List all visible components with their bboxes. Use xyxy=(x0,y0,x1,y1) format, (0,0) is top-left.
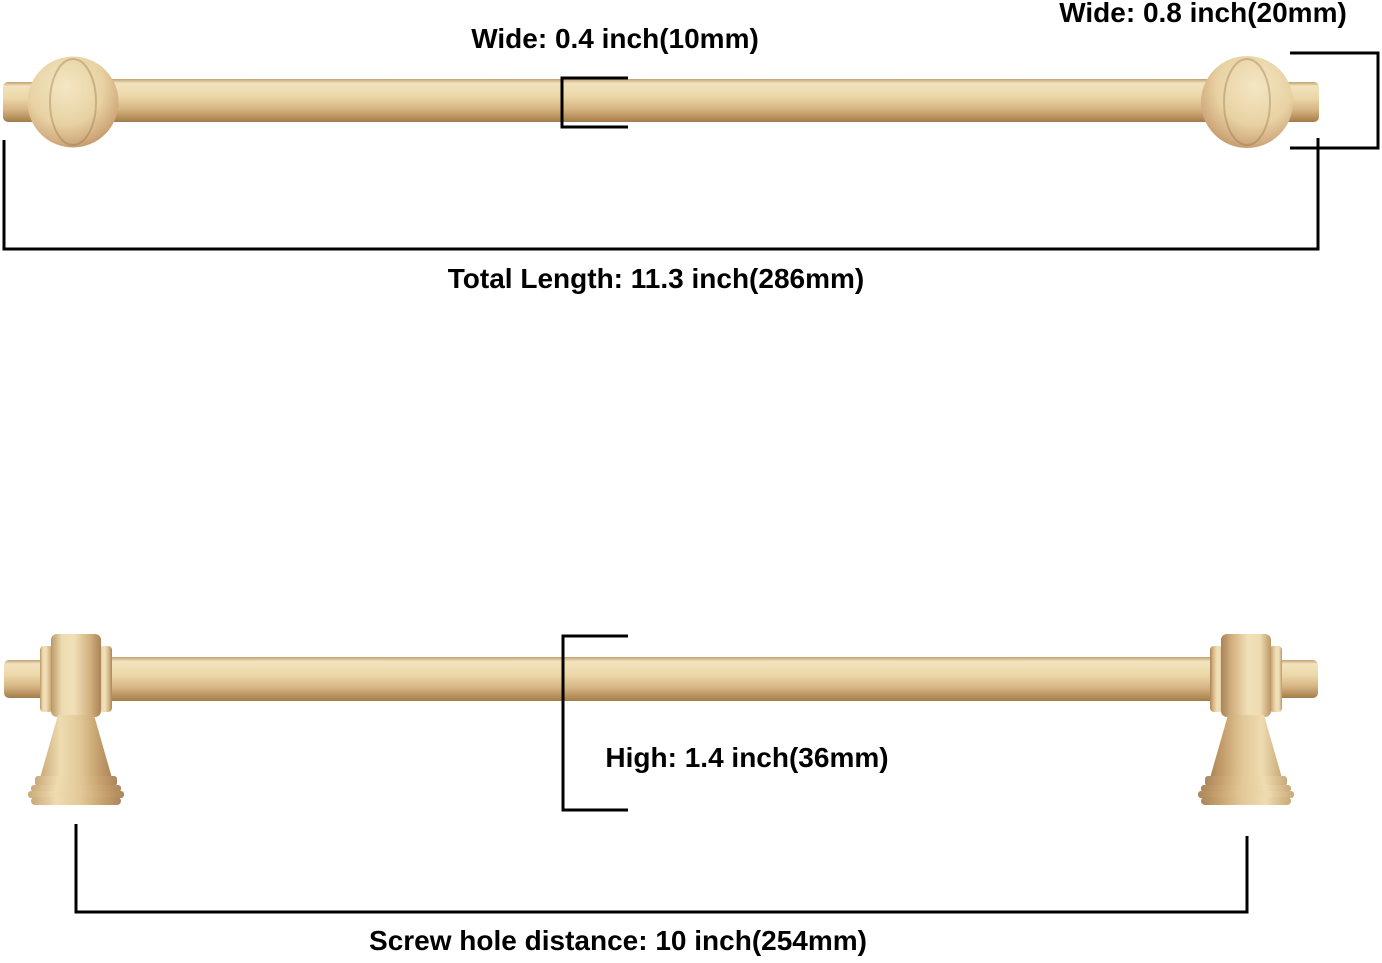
post-base-bottom-left xyxy=(31,797,121,805)
handle-ball-right xyxy=(1201,56,1293,148)
post-collar-ring-outer-left xyxy=(40,646,53,712)
post-base-step3-left xyxy=(28,791,124,798)
handle-end-right xyxy=(1201,56,1319,148)
height-label: High: 1.4 inch(36mm) xyxy=(605,742,889,773)
post-cone-left xyxy=(40,715,112,778)
handle-top-view xyxy=(2,51,1380,251)
handle-side-stub-right xyxy=(1276,660,1318,698)
post-base-step2-left xyxy=(31,785,121,792)
end-cap-width-label: Wide: 0.8 inch(20mm) xyxy=(1059,0,1347,28)
end-width-bracket-line xyxy=(1290,51,1380,150)
post-collar-ring-inner-left xyxy=(99,646,112,712)
screw-hole-distance-line xyxy=(74,824,1249,914)
screw-hole-distance-label: Screw hole distance: 10 inch(254mm) xyxy=(369,925,867,956)
bar-width-label: Wide: 0.4 inch(10mm) xyxy=(471,23,759,54)
post-base-step1-left xyxy=(35,776,117,786)
bar-width-bracket-line xyxy=(560,76,628,129)
post-collar-ring-inner-right xyxy=(1210,646,1223,712)
handle-ball-left-groove xyxy=(49,58,97,146)
post-base-step1-right xyxy=(1205,776,1287,786)
post-collar-drum-left xyxy=(51,634,101,717)
handle-post-right xyxy=(1198,634,1318,805)
post-cone-right xyxy=(1210,715,1282,778)
handle-side-view xyxy=(4,634,1318,914)
handle-ball-right-groove xyxy=(1223,58,1271,146)
handle-side-stub-left xyxy=(4,660,46,698)
handle-ball-left xyxy=(27,56,119,148)
post-collar-ring-outer-right xyxy=(1269,646,1282,712)
post-base-step2-right xyxy=(1201,785,1291,792)
handle-bar-front xyxy=(60,79,1260,122)
post-collar-drum-right xyxy=(1221,634,1271,717)
post-base-step3-right xyxy=(1198,791,1294,798)
handle-bar-side xyxy=(55,657,1267,701)
total-length-label: Total Length: 11.3 inch(286mm) xyxy=(447,263,865,294)
post-base-bottom-right xyxy=(1201,797,1291,805)
height-bracket-line xyxy=(561,634,628,812)
total-length-bracket-line xyxy=(2,138,1320,251)
handle-post-left xyxy=(4,634,124,805)
handle-end-left xyxy=(3,56,119,148)
